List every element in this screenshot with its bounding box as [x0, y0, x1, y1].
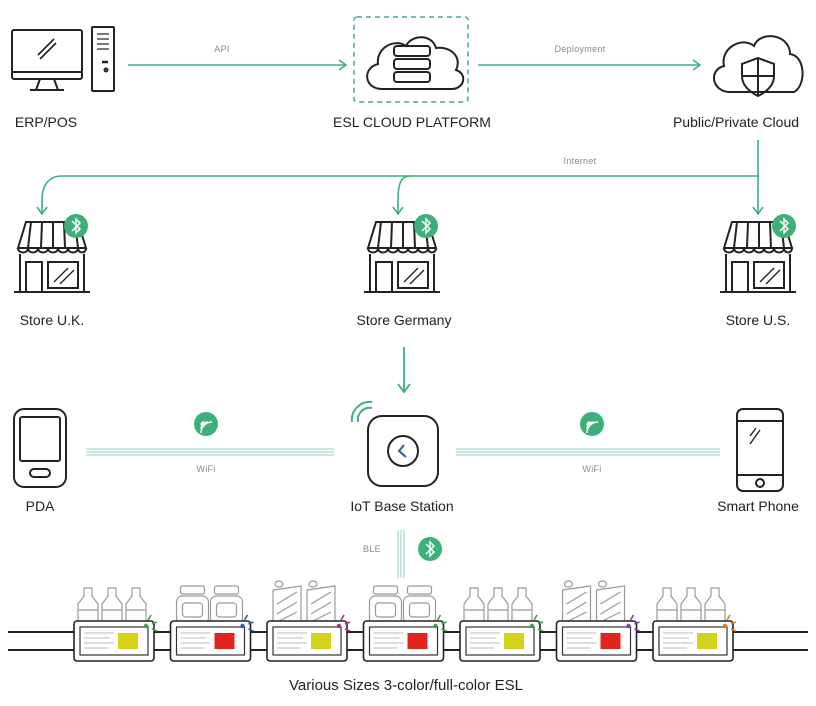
deployment-label: Deployment	[554, 44, 606, 54]
esl-tag	[459, 587, 544, 662]
wifi-edge-left	[86, 448, 334, 456]
esl-tag	[362, 585, 447, 662]
store-icon-germany	[364, 221, 440, 293]
erp-pos-label: ERP/POS	[14, 114, 78, 130]
bluetooth-icon	[71, 217, 82, 235]
wifi-icon	[200, 421, 213, 434]
product-bottles	[656, 587, 726, 625]
bluetooth-icon	[425, 540, 436, 558]
wifi-left-label: WiFi	[196, 464, 216, 474]
internet-edge-germany	[392, 175, 411, 216]
bluetooth-icon	[779, 217, 790, 235]
wifi-edge-right	[456, 448, 720, 456]
platform-label: ESL CLOUD PLATFORM	[333, 114, 491, 130]
product-bottles	[463, 587, 533, 625]
esl-caption: Various Sizes 3-color/full-color ESL	[289, 677, 523, 694]
esl-tag	[652, 587, 737, 662]
api-label: API	[214, 44, 230, 54]
product-jars	[368, 585, 437, 625]
store-uk-label: Store U.K.	[19, 312, 85, 328]
pda-label: PDA	[25, 498, 55, 514]
product-cans	[561, 580, 626, 625]
cloud-label: Public/Private Cloud	[672, 114, 800, 130]
ble-label: BLE	[363, 544, 381, 554]
platform-highlight-box	[353, 16, 469, 103]
wifi-right-label: WiFi	[582, 464, 602, 474]
bluetooth-icon	[421, 217, 432, 235]
esl-tag	[266, 580, 351, 662]
esl-tag	[169, 585, 254, 662]
cloud-shield-icon	[713, 35, 804, 98]
desktop-computer-icon	[11, 26, 115, 92]
base-station-label: IoT Base Station	[350, 498, 454, 514]
store-germany-label: Store Germany	[356, 312, 452, 328]
smartphone-label: Smart Phone	[717, 498, 799, 514]
store-icon-uk	[14, 221, 90, 293]
esl-tag	[73, 587, 158, 662]
product-cans	[272, 580, 336, 625]
esl-tag	[555, 580, 640, 662]
internet-edge	[36, 140, 759, 216]
product-jars	[175, 585, 244, 625]
ble-edge	[397, 530, 405, 578]
cloud-server-icon	[366, 36, 465, 90]
base-station-icon	[350, 400, 439, 487]
pda-icon	[13, 408, 67, 488]
wifi-icon	[586, 421, 599, 434]
smartphone-icon	[736, 408, 784, 492]
product-bottles	[77, 587, 147, 625]
store-us-label: Store U.S.	[725, 312, 791, 328]
esl-tag-row	[73, 580, 737, 662]
internet-label: Internet	[563, 156, 597, 166]
